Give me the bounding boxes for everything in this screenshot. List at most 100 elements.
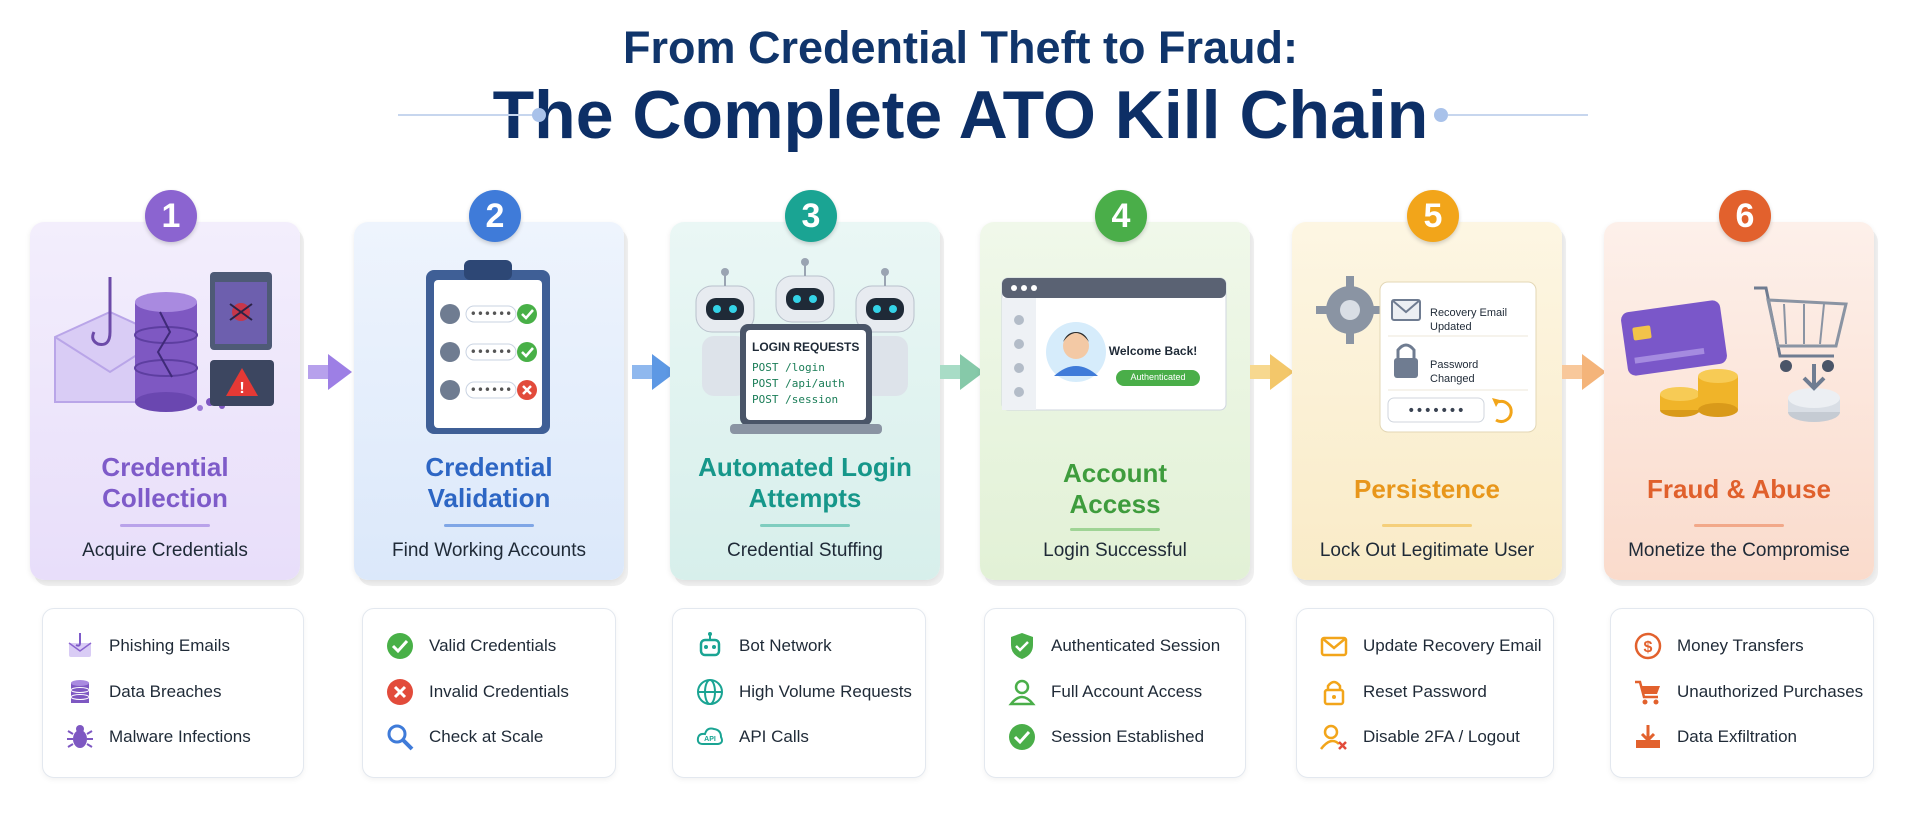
authenticated-badge bbox=[1116, 370, 1200, 386]
list-item-label: Invalid Credentials bbox=[429, 682, 569, 701]
credential-row-valid: •••••• bbox=[440, 304, 537, 324]
stage-6-details-card: $ Money Transfers Unauthorized Purchases… bbox=[1610, 608, 1874, 778]
stage-6: 6 Fraud & Abuse Monetize th bbox=[1604, 190, 1880, 582]
stage-2-details-card: Valid Credentials Invalid Credentials Ch… bbox=[362, 608, 616, 778]
download-drive-icon bbox=[1788, 364, 1840, 422]
flow-arrow-right-icon bbox=[632, 354, 676, 390]
step-number-badge: 3 bbox=[785, 190, 837, 242]
list-item: Invalid Credentials bbox=[385, 675, 569, 709]
recovery-email-updated-text: Recovery Email Updated bbox=[1430, 307, 1508, 333]
authenticated-badge-label: Authenticated bbox=[1130, 372, 1186, 382]
list-item: $ Money Transfers bbox=[1633, 629, 1804, 663]
stage-title: Fraud & Abuse bbox=[1604, 474, 1874, 505]
stage-4: 4 Welcome Back! Authenticated Account Ac… bbox=[980, 190, 1256, 582]
clipboard-validation-illustration: •••••• •••••• •••••• bbox=[426, 260, 550, 434]
list-item-label: Phishing Emails bbox=[109, 636, 230, 655]
stage-2: 2 •••••• •••••• •••••• Credential Valida… bbox=[354, 190, 630, 582]
list-item-label: Unauthorized Purchases bbox=[1677, 682, 1864, 701]
stage-title-line-2: Attempts bbox=[748, 483, 862, 513]
stage-title-line-2: Access bbox=[1069, 489, 1161, 519]
api-cloud-icon: API bbox=[696, 727, 723, 745]
magnifier-icon bbox=[387, 724, 414, 751]
list-item: Session Established bbox=[1007, 720, 1204, 754]
flow-arrow-right-icon bbox=[940, 354, 984, 390]
password-changed-text: Password Changed bbox=[1430, 359, 1479, 385]
database-icon bbox=[134, 292, 198, 412]
svg-text:$: $ bbox=[1644, 639, 1653, 656]
svg-text:API: API bbox=[704, 736, 716, 743]
credential-row-invalid: •••••• bbox=[440, 380, 537, 400]
list-item: Disable 2FA / Logout bbox=[1319, 720, 1520, 754]
stage-title: Credential Validation bbox=[354, 452, 624, 514]
stage-subtitle: Monetize the Compromise bbox=[1628, 540, 1850, 561]
list-item-label: API Calls bbox=[739, 727, 809, 746]
list-item: Valid Credentials bbox=[385, 629, 556, 663]
svg-text:!: ! bbox=[239, 380, 244, 397]
step-number-badge: 5 bbox=[1407, 190, 1459, 242]
title-decoration-right-dot bbox=[1434, 108, 1448, 122]
stage-subtitle: Find Working Accounts bbox=[392, 540, 586, 561]
robot-icon bbox=[855, 268, 915, 396]
title-line-1: From Credential Theft to Fraud: bbox=[623, 22, 1298, 73]
list-item-label: Full Account Access bbox=[1051, 682, 1203, 701]
stage-title-underline bbox=[1070, 528, 1160, 531]
list-item-label: Update Recovery Email bbox=[1363, 636, 1542, 655]
stage-5: 5 ••••••• Recovery Email Updated Passwor… bbox=[1292, 190, 1568, 582]
credential-row-valid: •••••• bbox=[440, 342, 537, 362]
stage-title-line-1: Credential bbox=[101, 452, 229, 482]
step-number-badge: 4 bbox=[1095, 190, 1147, 242]
user-icon bbox=[1008, 679, 1036, 706]
avatar bbox=[1046, 322, 1106, 382]
gear-icon bbox=[1316, 276, 1384, 344]
login-requests-panel bbox=[746, 330, 866, 420]
request-line: POST /session bbox=[752, 393, 839, 406]
login-requests-panel-lines: POST /login POST /api/auth POST /session bbox=[752, 360, 845, 408]
list-item-label: Check at Scale bbox=[429, 727, 544, 746]
list-item: Authenticated Session bbox=[1007, 629, 1220, 663]
stage-title-underline bbox=[1694, 524, 1784, 527]
stage-title-line-1: Fraud & Abuse bbox=[1647, 474, 1831, 504]
stage-1-details-card: Phishing Emails Data Breaches Malware In… bbox=[42, 608, 304, 778]
lock-icon bbox=[1394, 343, 1418, 378]
download-tray-icon bbox=[1636, 725, 1660, 748]
envelope-icon bbox=[1320, 636, 1348, 657]
check-icon bbox=[387, 633, 413, 659]
stage-3: 3 LOGIN REQUESTS POST /login POST /api bbox=[670, 190, 946, 582]
globe-icon bbox=[697, 679, 723, 705]
fishing-hook-icon bbox=[91, 277, 112, 346]
stage-1: 1 bbox=[30, 190, 306, 582]
list-item: Malware Infections bbox=[65, 720, 251, 754]
monitor-bug-icon bbox=[210, 272, 272, 350]
shield-check-icon bbox=[1011, 633, 1033, 659]
stage-subtitle: Login Successful bbox=[1043, 540, 1187, 561]
list-item: API API Calls bbox=[695, 720, 809, 754]
list-item-label: Data Exfiltration bbox=[1677, 727, 1797, 746]
list-item: High Volume Requests bbox=[695, 675, 912, 709]
list-item-label: Malware Infections bbox=[109, 727, 251, 746]
list-item-label: High Volume Requests bbox=[739, 682, 912, 701]
credit-card-icon bbox=[1621, 300, 1727, 376]
stage-title-line-1: Credential bbox=[425, 452, 553, 482]
stage-title-underline bbox=[1382, 524, 1472, 527]
x-icon bbox=[387, 679, 413, 705]
account-settings-illustration: ••••••• bbox=[1316, 276, 1537, 433]
svg-text:•••••••: ••••••• bbox=[1407, 403, 1465, 419]
stage-4-details-card: Authenticated Session Full Account Acces… bbox=[984, 608, 1246, 778]
robot-icon bbox=[775, 258, 835, 323]
list-item: Phishing Emails bbox=[65, 629, 230, 663]
shopping-cart-icon bbox=[1754, 286, 1848, 372]
list-item: Reset Password bbox=[1319, 675, 1487, 709]
login-requests-panel-title: LOGIN REQUESTS bbox=[752, 340, 860, 354]
stage-title-line-1: Automated Login bbox=[698, 452, 912, 482]
list-item-label: Disable 2FA / Logout bbox=[1363, 727, 1520, 746]
stage-title: Persistence bbox=[1292, 474, 1562, 505]
stage-title-line-1: Persistence bbox=[1354, 474, 1500, 504]
svg-text:••••••: •••••• bbox=[470, 307, 512, 321]
list-item-label: Authenticated Session bbox=[1051, 636, 1221, 655]
stage-title: Account Access bbox=[980, 458, 1250, 520]
robot-icon bbox=[699, 632, 721, 657]
list-item: Full Account Access bbox=[1007, 675, 1202, 709]
stage-title-line-1: Account bbox=[1063, 458, 1167, 488]
stage-subtitle: Lock Out Legitimate User bbox=[1319, 540, 1535, 561]
list-item: Data Exfiltration bbox=[1633, 720, 1797, 754]
